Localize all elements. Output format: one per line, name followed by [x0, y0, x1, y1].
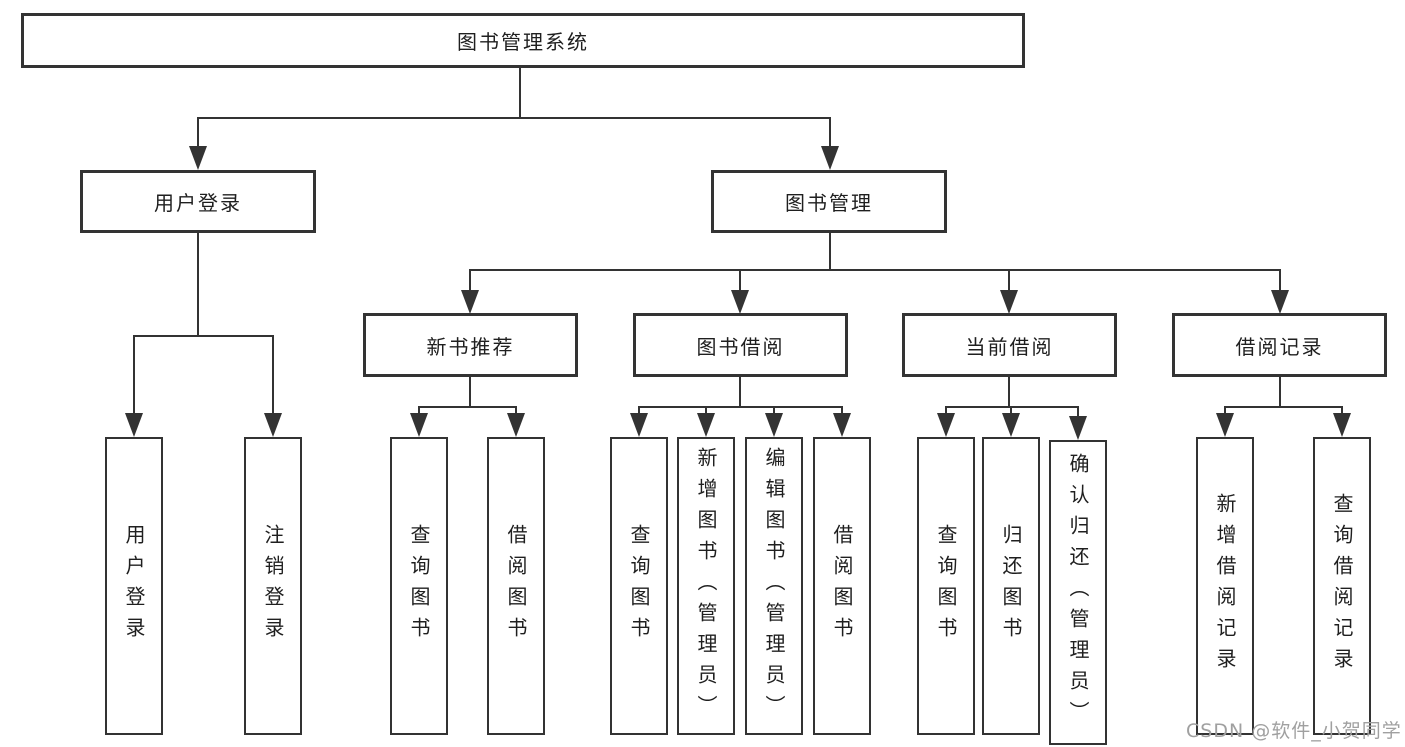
- arrow-down-icon: [630, 413, 648, 437]
- arrow-down-icon: [731, 290, 749, 314]
- leaf-edit-books-admin: 编辑图书（管理员）: [745, 437, 803, 735]
- connector-line: [469, 377, 471, 408]
- arrow-down-icon: [1271, 290, 1289, 314]
- connector-line: [1008, 377, 1010, 408]
- connector-line: [739, 377, 741, 408]
- node-label: 借阅记录: [1235, 334, 1324, 359]
- leaf-query-borrow-record: 查询借阅记录: [1313, 437, 1371, 735]
- connector-line: [469, 269, 1281, 271]
- leaf-add-borrow-record: 新增借阅记录: [1196, 437, 1254, 735]
- connector-line: [1279, 269, 1281, 291]
- connector-line: [133, 335, 274, 337]
- node-book-borrowing: 图书借阅: [633, 313, 848, 377]
- connector-line: [945, 406, 1079, 408]
- connector-line: [197, 117, 199, 149]
- arrow-down-icon: [697, 413, 715, 437]
- leaf-label: 编辑图书（管理员）: [762, 446, 786, 726]
- connector-line: [1077, 406, 1079, 416]
- arrow-down-icon: [1333, 413, 1351, 437]
- arrow-down-icon: [765, 413, 783, 437]
- connector-line: [1341, 406, 1343, 416]
- connector-line: [519, 68, 521, 118]
- leaf-query-books: 查询图书: [390, 437, 448, 735]
- connector-line: [945, 406, 947, 416]
- csdn-watermark: CSDN @软件_小贺同学: [1186, 720, 1402, 742]
- connector-line: [197, 233, 199, 336]
- leaf-label: 借阅图书: [830, 524, 854, 648]
- arrow-down-icon: [461, 290, 479, 314]
- arrow-down-icon: [507, 413, 525, 437]
- connector-line: [133, 335, 135, 415]
- connector-line: [272, 335, 274, 415]
- leaf-confirm-return-admin: 确认归还（管理员）: [1049, 440, 1107, 745]
- connector-line: [1008, 269, 1010, 291]
- connector-line: [469, 269, 471, 291]
- leaf-label: 确认归还（管理员）: [1066, 453, 1090, 732]
- leaf-borrow-books: 借阅图书: [813, 437, 871, 735]
- arrow-down-icon: [125, 413, 143, 437]
- leaf-label: 查询借阅记录: [1330, 493, 1354, 679]
- connector-line: [1224, 406, 1343, 408]
- node-current-borrowing: 当前借阅: [902, 313, 1117, 377]
- node-label: 图书管理: [785, 191, 873, 215]
- leaf-label: 注销登录: [261, 524, 285, 648]
- node-label: 图书管理系统: [457, 30, 589, 54]
- node-new-book-recommendation: 新书推荐: [363, 313, 578, 377]
- arrow-down-icon: [833, 413, 851, 437]
- node-book-management: 图书管理: [711, 170, 947, 233]
- connector-line: [739, 269, 741, 291]
- leaf-query-books: 查询图书: [917, 437, 975, 735]
- connector-line: [1010, 406, 1012, 416]
- node-label: 当前借阅: [965, 334, 1054, 359]
- node-borrowing-records: 借阅记录: [1172, 313, 1387, 377]
- leaf-label: 新增借阅记录: [1213, 493, 1237, 679]
- leaf-query-books: 查询图书: [610, 437, 668, 735]
- connector-line: [197, 117, 831, 119]
- arrow-down-icon: [410, 413, 428, 437]
- leaf-label: 借阅图书: [504, 524, 528, 648]
- connector-line: [638, 406, 843, 408]
- connector-line: [638, 406, 640, 416]
- leaf-label: 查询图书: [627, 524, 651, 648]
- leaf-add-books-admin: 新增图书（管理员）: [677, 437, 735, 735]
- connector-line: [829, 117, 831, 149]
- arrow-down-icon: [189, 146, 207, 170]
- leaf-logout: 注销登录: [244, 437, 302, 735]
- leaf-return-books: 归还图书: [982, 437, 1040, 735]
- arrow-down-icon: [821, 146, 839, 170]
- connector-line: [418, 406, 517, 408]
- node-library-management-system: 图书管理系统: [21, 13, 1025, 68]
- node-label: 用户登录: [154, 191, 242, 215]
- leaf-label: 新增图书（管理员）: [694, 446, 718, 726]
- arrow-down-icon: [1069, 416, 1087, 440]
- leaf-label: 用户登录: [122, 524, 146, 648]
- arrow-down-icon: [1002, 413, 1020, 437]
- connector-line: [841, 406, 843, 416]
- leaf-user-login: 用户登录: [105, 437, 163, 735]
- connector-line: [418, 406, 420, 416]
- node-label: 新书推荐: [426, 334, 515, 359]
- connector-line: [773, 406, 775, 416]
- arrow-down-icon: [937, 413, 955, 437]
- arrow-down-icon: [264, 413, 282, 437]
- arrow-down-icon: [1000, 290, 1018, 314]
- connector-line: [515, 406, 517, 416]
- leaf-label: 归还图书: [999, 524, 1023, 648]
- connector-line: [1224, 406, 1226, 416]
- node-label: 图书借阅: [696, 334, 785, 359]
- leaf-borrow-books: 借阅图书: [487, 437, 545, 735]
- node-user-login: 用户登录: [80, 170, 316, 233]
- arrow-down-icon: [1216, 413, 1234, 437]
- connector-line: [705, 406, 707, 416]
- leaf-label: 查询图书: [934, 524, 958, 648]
- connector-line: [1279, 377, 1281, 408]
- connector-line: [829, 233, 831, 271]
- leaf-label: 查询图书: [407, 524, 431, 648]
